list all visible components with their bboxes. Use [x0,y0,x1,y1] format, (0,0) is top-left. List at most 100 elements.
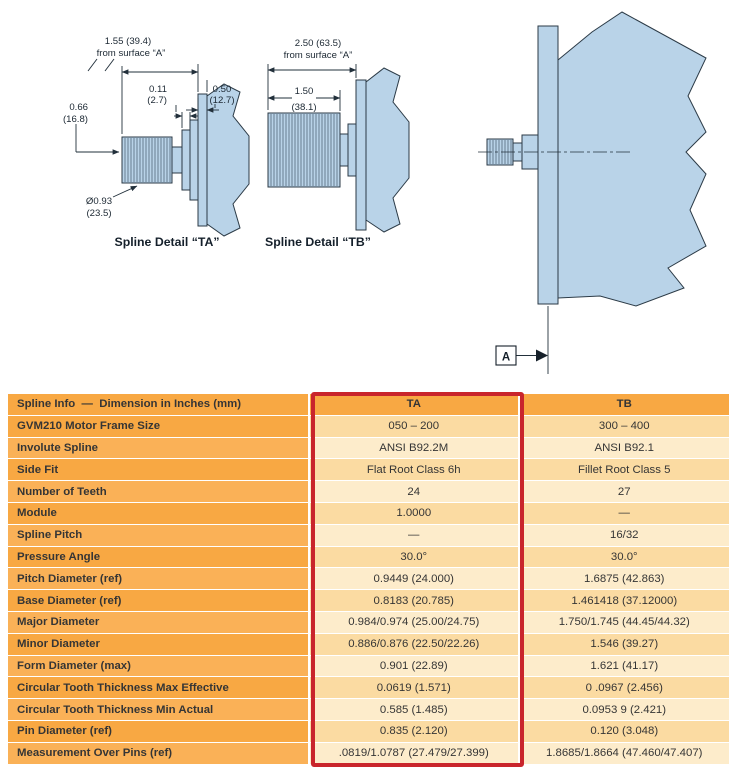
table-row: Number of Teeth 24 27 [8,481,729,503]
spline-detail-ta-drawing: 1.55 (39.4) from surface “A” 0.11 (2.7) … [63,36,250,249]
row-ta-value: 0.984/0.974 (25.00/24.75) [310,611,520,634]
row-tb-value: 1.461418 (37.12000) [519,590,729,612]
column-header-tb: TB [519,394,729,416]
table-row: Major Diameter 0.984/0.974 (25.00/24.75)… [8,611,729,634]
row-ta-value: — [310,524,520,547]
row-ta-value: 24 [310,481,520,503]
row-ta-value: 0.585 (1.485) [310,699,520,721]
technical-drawings: 1.55 (39.4) from surface “A” 0.11 (2.7) … [63,11,707,374]
ta-dim-050: 0.50 [213,84,232,95]
row-label: Base Diameter (ref) [8,590,310,612]
ta-spline-teeth [124,138,171,182]
row-label: Pin Diameter (ref) [8,720,310,743]
row-label: Involute Spline [8,437,310,460]
side-view-geometry [486,11,707,307]
row-tb-value: 1.750/1.745 (44.45/44.32) [519,611,729,634]
row-tb-value: 30.0° [519,546,729,569]
table-row: Module 1.0000 — [8,502,729,525]
ta-dim-011: 0.11 [149,84,167,95]
ta-shaft-step [189,119,199,201]
ta-dim-length-sub: from surface “A” [97,48,166,59]
side-view-drawing: A [478,11,707,374]
row-tb-value: 27 [519,481,729,503]
table-row: Measurement Over Pins (ref) .0819/1.0787… [8,742,729,765]
ta-caption: Spline Detail “TA” [115,235,220,249]
row-ta-value: 050 – 200 [310,415,520,438]
ta-shaft-neck [171,146,183,174]
tb-flange [355,79,367,231]
row-tb-value: 16/32 [519,524,729,547]
row-ta-value: 0.9449 (24.000) [310,568,520,591]
row-tb-value: 1.6875 (42.863) [519,568,729,591]
ta-dim-diameter-mm: (23.5) [86,208,111,219]
row-label: Pressure Angle [8,546,310,569]
tb-dim-150-mm: (38.1) [291,102,316,113]
ta-dim-011-mm: (2.7) [147,95,167,106]
tb-dimension-lines [267,64,357,111]
row-ta-value: 30.0° [310,546,520,569]
table-row: Circular Tooth Thickness Min Actual 0.58… [8,699,729,721]
tb-shaft-neck [339,133,349,167]
table-row: Pitch Diameter (ref) 0.9449 (24.000) 1.6… [8,568,729,591]
table-row: Side Fit Flat Root Class 6h Fillet Root … [8,459,729,482]
table-row: Involute Spline ANSI B92.2M ANSI B92.1 [8,437,729,460]
ta-flange [197,93,208,227]
row-label: Major Diameter [8,611,310,634]
ta-dim-diameter: Ø0.93 [86,196,112,207]
tb-housing [365,67,410,233]
datum-label: A [502,352,510,364]
row-tb-value: 0.0953 9 (2.421) [519,699,729,721]
table-row: Minor Diameter 0.886/0.876 (22.50/22.26)… [8,633,729,656]
spline-spec-table: Spline Info — Dimension in Inches (mm) T… [8,394,729,765]
ta-dim-066: 0.66 [69,102,88,113]
ta-housing [206,83,250,237]
row-ta-value: 0.835 (2.120) [310,720,520,743]
row-ta-value: 0.886/0.876 (22.50/22.26) [310,633,520,656]
spline-detail-tb-drawing: 2.50 (63.5) from surface “A” 1.50 (38.1)… [265,38,410,249]
table-row: Pin Diameter (ref) 0.835 (2.120) 0.120 (… [8,720,729,743]
row-tb-value: — [519,502,729,525]
table-row: Pressure Angle 30.0° 30.0° [8,546,729,569]
datum-label-box [495,345,517,366]
row-label: Pitch Diameter (ref) [8,568,310,591]
ta-shaft-collar [181,129,191,191]
tb-caption: Spline Detail “TB” [265,235,371,249]
ta-dim-066-mm: (16.8) [63,114,88,125]
row-label: Circular Tooth Thickness Min Actual [8,699,310,721]
column-header-ta: TA [310,394,520,416]
motor-housing-silhouette [557,11,707,307]
row-label: Module [8,502,310,525]
row-label: Side Fit [8,459,310,482]
row-label: Circular Tooth Thickness Max Effective [8,677,310,700]
row-tb-value: ANSI B92.1 [519,437,729,460]
row-tb-value: 1.621 (41.17) [519,655,729,678]
ta-dimension-lines [75,58,219,198]
table-row: Spline Pitch — 16/32 [8,524,729,547]
row-tb-value: 300 – 400 [519,415,729,438]
row-label: Measurement Over Pins (ref) [8,742,310,765]
row-tb-value: Fillet Root Class 5 [519,459,729,482]
ta-dim-050-mm: (12.7) [209,95,234,106]
row-label: GVM210 Motor Frame Size [8,415,310,438]
row-label: Spline Pitch [8,524,310,547]
row-label: Form Diameter (max) [8,655,310,678]
row-ta-value: 0.0619 (1.571) [310,677,520,700]
table-row: Base Diameter (ref) 0.8183 (20.785) 1.46… [8,590,729,612]
table-row: Circular Tooth Thickness Max Effective 0… [8,677,729,700]
datum-triangle-icon [536,349,548,362]
row-tb-value: 1.546 (39.27) [519,633,729,656]
ta-shaft-geometry [121,83,250,237]
row-label: Number of Teeth [8,481,310,503]
tb-dim-length: 2.50 (63.5) [295,38,341,49]
ta-spline-shaft [121,136,173,184]
row-tb-value: 0 .0967 (2.456) [519,677,729,700]
tb-shaft-collar [347,123,357,177]
tb-dim-150: 1.50 [295,86,314,97]
row-ta-value: Flat Root Class 6h [310,459,520,482]
tb-dim-length-sub: from surface “A” [284,50,353,61]
ta-dim-length: 1.55 (39.4) [105,36,151,47]
row-ta-value: 0.8183 (20.785) [310,590,520,612]
row-tb-value: 1.8685/1.8664 (47.460/47.407) [519,742,729,765]
row-label: Minor Diameter [8,633,310,656]
